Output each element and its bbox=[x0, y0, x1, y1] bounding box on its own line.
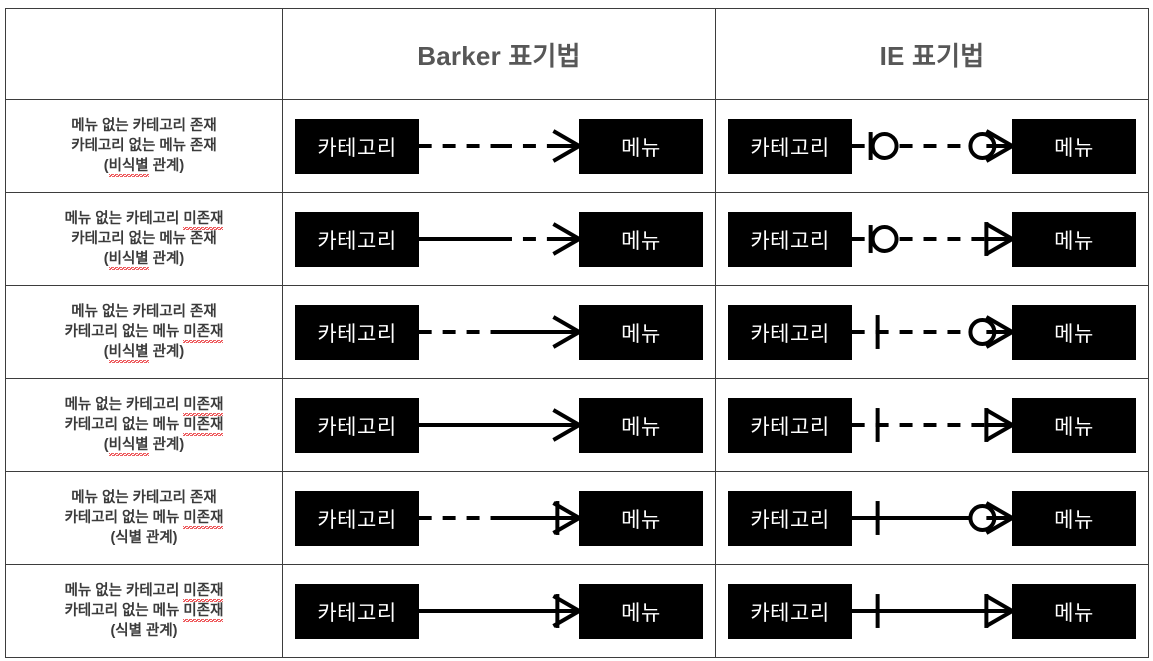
spellcheck-underlined-word: 미존재 bbox=[183, 324, 224, 343]
entity-box-category: 카테고리 bbox=[295, 491, 419, 546]
row-label-line: 메뉴 없는 카테고리 미존재 bbox=[6, 395, 282, 416]
row-label-line: 메뉴 없는 카테고리 존재 bbox=[71, 490, 217, 506]
spellcheck-underlined-word: 비식별 bbox=[108, 251, 149, 270]
row-label-line: 메뉴 없는 카테고리 미존재 bbox=[6, 209, 282, 230]
header-ie-notation: IE 표기법 bbox=[715, 8, 1149, 100]
entity-box-menu: 메뉴 bbox=[1012, 584, 1136, 639]
entity-box-category: 카테고리 bbox=[295, 398, 419, 453]
table-header-row: Barker 표기법 IE 표기법 bbox=[5, 8, 1149, 100]
barker-relationship-diagram: 카테고리 메뉴 bbox=[283, 100, 715, 192]
entity-box-category: 카테고리 bbox=[728, 584, 852, 639]
row-label-line: 카테고리 없는 메뉴 미존재 bbox=[6, 415, 282, 436]
ie-relationship-diagram: 카테고리 메뉴 bbox=[716, 286, 1148, 378]
entity-box-category: 카테고리 bbox=[728, 212, 852, 267]
barker-relationship-diagram: 카테고리 메뉴 bbox=[283, 565, 715, 657]
row-label-line: 카테고리 없는 메뉴 존재 bbox=[71, 138, 217, 154]
barker-diagram-cell-row-3: 카테고리 메뉴 bbox=[282, 285, 716, 379]
entity-box-category: 카테고리 bbox=[728, 398, 852, 453]
entity-box-menu: 메뉴 bbox=[1012, 398, 1136, 453]
entity-box-category: 카테고리 bbox=[295, 212, 419, 267]
ie-relationship-diagram: 카테고리 메뉴 bbox=[716, 565, 1148, 657]
ie-diagram-cell-row-2: 카테고리 메뉴 bbox=[715, 192, 1149, 286]
entity-box-category: 카테고리 bbox=[295, 584, 419, 639]
entity-box-menu: 메뉴 bbox=[579, 584, 703, 639]
spellcheck-underlined-word: 비식별 bbox=[108, 344, 149, 363]
barker-diagram-cell-row-5: 카테고리 메뉴 bbox=[282, 471, 716, 565]
barker-relationship-diagram: 카테고리 메뉴 bbox=[283, 286, 715, 378]
row-label-line: (비식별 관계) bbox=[6, 249, 282, 270]
header-blank-cell bbox=[5, 8, 283, 100]
ie-diagram-cell-row-3: 카테고리 메뉴 bbox=[715, 285, 1149, 379]
spellcheck-underlined-word: 비식별 bbox=[108, 158, 149, 177]
row-label-line: 메뉴 없는 카테고리 존재 bbox=[71, 118, 217, 134]
barker-diagram-cell-row-1: 카테고리 메뉴 bbox=[282, 99, 716, 193]
entity-box-category: 카테고리 bbox=[728, 491, 852, 546]
ie-relationship-diagram: 카테고리 메뉴 bbox=[716, 379, 1148, 471]
ie-diagram-cell-row-6: 카테고리 메뉴 bbox=[715, 564, 1149, 658]
row-label-line: 메뉴 없는 카테고리 미존재 bbox=[6, 581, 282, 602]
barker-relationship-diagram: 카테고리 메뉴 bbox=[283, 193, 715, 285]
row-label-line: (비식별 관계) bbox=[6, 342, 282, 363]
row-label-line: 카테고리 없는 메뉴 미존재 bbox=[6, 322, 282, 343]
entity-box-menu: 메뉴 bbox=[1012, 491, 1136, 546]
entity-box-menu: 메뉴 bbox=[1012, 119, 1136, 174]
entity-box-category: 카테고리 bbox=[728, 119, 852, 174]
ie-diagram-cell-row-1: 카테고리 메뉴 bbox=[715, 99, 1149, 193]
entity-box-category: 카테고리 bbox=[728, 305, 852, 360]
spellcheck-underlined-word: 미존재 bbox=[183, 397, 224, 416]
spellcheck-underlined-word: 미존재 bbox=[183, 603, 224, 622]
ie-diagram-cell-row-5: 카테고리 메뉴 bbox=[715, 471, 1149, 565]
entity-box-menu: 메뉴 bbox=[1012, 212, 1136, 267]
ie-relationship-diagram: 카테고리 메뉴 bbox=[716, 100, 1148, 192]
entity-box-menu: 메뉴 bbox=[579, 491, 703, 546]
ie-relationship-diagram: 카테고리 메뉴 bbox=[716, 193, 1148, 285]
entity-box-menu: 메뉴 bbox=[1012, 305, 1136, 360]
barker-relationship-diagram: 카테고리 메뉴 bbox=[283, 472, 715, 564]
header-barker-notation: Barker 표기법 bbox=[282, 8, 716, 100]
barker-diagram-cell-row-2: 카테고리 메뉴 bbox=[282, 192, 716, 286]
entity-box-category: 카테고리 bbox=[295, 305, 419, 360]
row-label-line: (식별 관계) bbox=[110, 623, 178, 639]
entity-box-menu: 메뉴 bbox=[579, 119, 703, 174]
spellcheck-underlined-word: 미존재 bbox=[183, 417, 224, 436]
entity-box-menu: 메뉴 bbox=[579, 305, 703, 360]
entity-box-menu: 메뉴 bbox=[579, 212, 703, 267]
ie-relationship-diagram: 카테고리 메뉴 bbox=[716, 472, 1148, 564]
row-label-line: 메뉴 없는 카테고리 존재 bbox=[71, 304, 217, 320]
spellcheck-underlined-word: 비식별 bbox=[108, 437, 149, 456]
row-label-line: 카테고리 없는 메뉴 미존재 bbox=[6, 601, 282, 622]
row-label-line: (비식별 관계) bbox=[6, 435, 282, 456]
spellcheck-underlined-word: 미존재 bbox=[183, 583, 224, 602]
spellcheck-underlined-word: 미존재 bbox=[183, 211, 224, 230]
row-label-line: 카테고리 없는 메뉴 미존재 bbox=[6, 508, 282, 529]
entity-box-menu: 메뉴 bbox=[579, 398, 703, 453]
ie-diagram-cell-row-4: 카테고리 메뉴 bbox=[715, 378, 1149, 472]
spellcheck-underlined-word: 미존재 bbox=[183, 510, 224, 529]
barker-diagram-cell-row-4: 카테고리 메뉴 bbox=[282, 378, 716, 472]
barker-relationship-diagram: 카테고리 메뉴 bbox=[283, 379, 715, 471]
entity-box-category: 카테고리 bbox=[295, 119, 419, 174]
barker-diagram-cell-row-6: 카테고리 메뉴 bbox=[282, 564, 716, 658]
row-label-line: (식별 관계) bbox=[110, 530, 178, 546]
row-label-line: (비식별 관계) bbox=[6, 156, 282, 177]
row-label-line: 카테고리 없는 메뉴 존재 bbox=[71, 231, 217, 247]
